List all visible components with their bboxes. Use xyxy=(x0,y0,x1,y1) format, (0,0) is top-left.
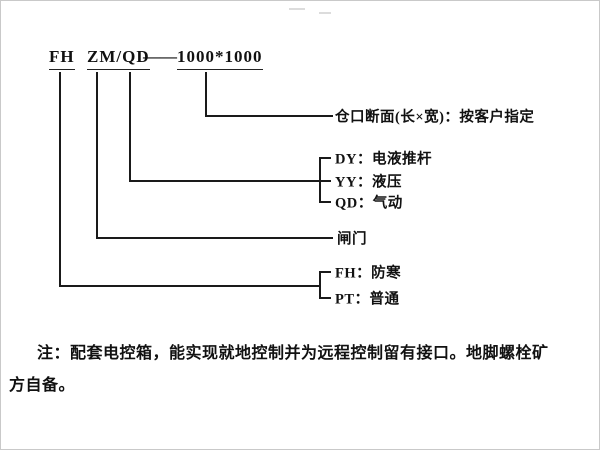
model-series: ZM/QD xyxy=(87,47,150,70)
connector-prefix-line xyxy=(59,72,61,287)
scan-artifact xyxy=(289,8,305,10)
drive-tick-yy xyxy=(319,180,331,182)
gate-callout-label: 闸门 xyxy=(337,231,367,248)
climate-tick-fh xyxy=(319,271,331,273)
leader-gate-line xyxy=(96,237,333,239)
leader-opening-line xyxy=(205,115,333,117)
climate-option-pt-label: PT：普通 xyxy=(335,291,400,308)
drive-option-yy-label: YY：液压 xyxy=(335,174,402,191)
drive-tick-qd xyxy=(319,201,331,203)
climate-tick-pt xyxy=(319,297,331,299)
drive-option-qd-label: QD：气动 xyxy=(335,195,403,212)
connector-series-line xyxy=(96,72,98,239)
leader-drive-line xyxy=(129,180,321,182)
climate-bracket-line xyxy=(319,271,321,299)
leader-climate-line xyxy=(59,285,321,287)
climate-option-fh-label: FH：防寒 xyxy=(335,265,402,282)
note-line-2: 方自备。 xyxy=(9,377,76,394)
opening-callout-label: 仓口断面(长×宽)：按客户指定 xyxy=(335,109,535,126)
drive-option-dy-label: DY：电液推杆 xyxy=(335,151,432,168)
model-separator: —— xyxy=(143,47,177,66)
model-prefix: FH xyxy=(49,47,75,70)
drive-tick-dy xyxy=(319,157,331,159)
connector-size-line xyxy=(205,72,207,117)
note-line-1: 注：配套电控箱，能实现就地控制并为远程控制留有接口。地脚螺栓矿 xyxy=(37,345,549,362)
connector-drive-line xyxy=(129,72,131,182)
scan-artifact xyxy=(319,12,331,14)
model-size: 1000*1000 xyxy=(177,47,263,70)
